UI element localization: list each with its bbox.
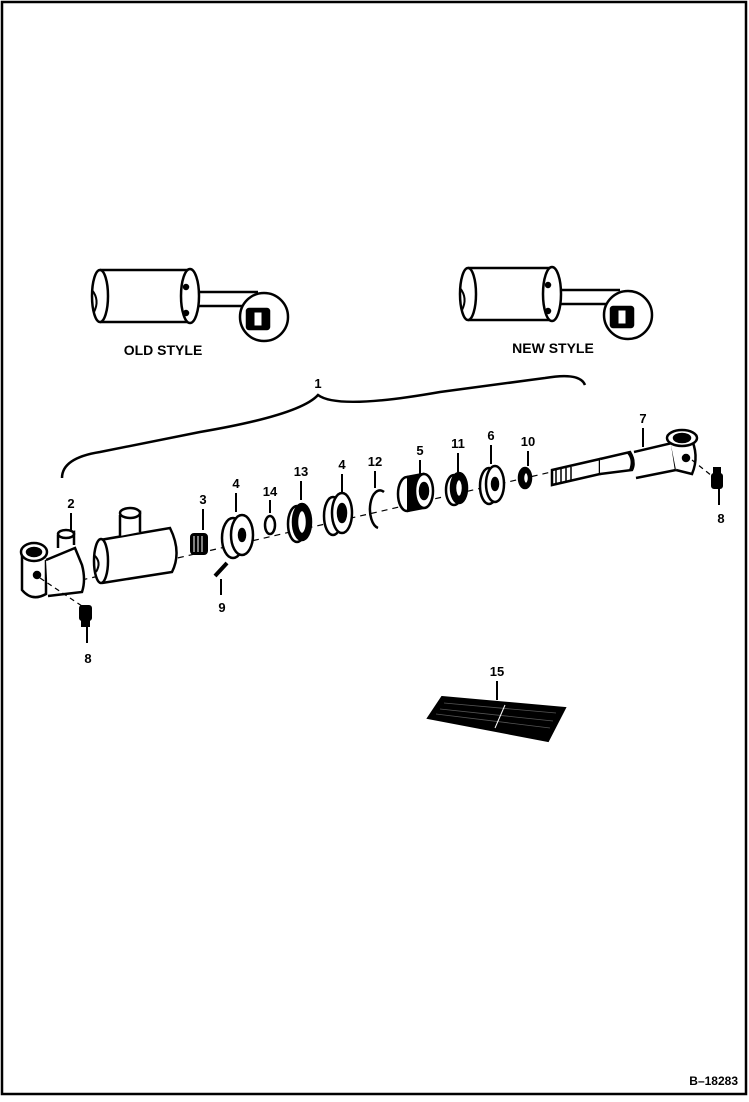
callout-4a: 4 [232, 476, 240, 491]
callout-6: 6 [487, 428, 494, 443]
part-14 [263, 514, 277, 536]
callout-15: 15 [490, 664, 504, 679]
callout-8-right: 8 [717, 511, 724, 526]
part-9 [213, 561, 229, 578]
fitting-right-axis [691, 459, 713, 477]
part-4b [322, 491, 354, 537]
fitting-left [79, 605, 92, 627]
assembly-bracket [60, 374, 587, 479]
new-style-label: NEW STYLE [512, 340, 594, 356]
barrel-tube [92, 506, 178, 585]
barrel-end [19, 528, 86, 599]
fitting-right [711, 467, 723, 489]
callout-2: 2 [67, 496, 74, 511]
rod [550, 428, 699, 487]
old-style-label: OLD STYLE [124, 342, 203, 358]
callout-14: 14 [263, 484, 278, 499]
callout-11: 11 [451, 436, 465, 451]
part-11 [444, 471, 469, 507]
part-13 [286, 502, 313, 544]
part-6 [478, 464, 506, 506]
callout-4b: 4 [338, 457, 346, 472]
callout-12: 12 [368, 454, 382, 469]
part-4a [220, 513, 255, 560]
part-12 [368, 489, 385, 530]
callout-9: 9 [218, 600, 225, 615]
part-5 [396, 472, 435, 513]
old-style-cylinder [90, 267, 290, 343]
callout-5: 5 [416, 443, 423, 458]
part-10 [517, 466, 533, 490]
seal-kit [426, 695, 567, 743]
callout-3: 3 [199, 492, 206, 507]
part-3 [190, 533, 208, 555]
new-style-cylinder [458, 265, 654, 341]
figure-reference: B–18283 [689, 1074, 738, 1088]
callout-7: 7 [639, 411, 646, 426]
callout-13: 13 [294, 464, 308, 479]
callout-1: 1 [314, 376, 321, 391]
callout-8-left: 8 [84, 651, 91, 666]
callout-10: 10 [521, 434, 535, 449]
